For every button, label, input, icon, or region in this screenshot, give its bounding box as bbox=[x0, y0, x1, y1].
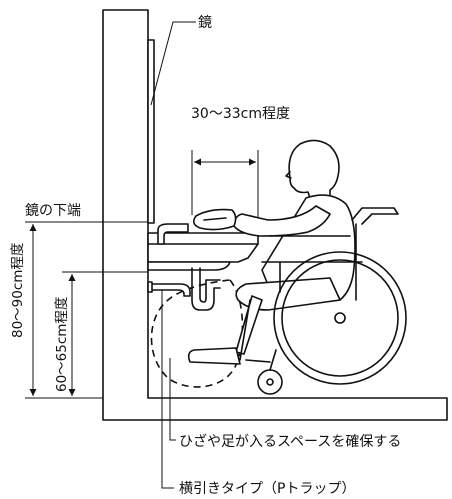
mirror-label: 鏡 bbox=[198, 15, 212, 31]
height-basin-label: 60〜65cm程度 bbox=[54, 297, 70, 392]
mirror-bottom-label: 鏡の下端 bbox=[25, 203, 81, 219]
washbasin bbox=[147, 232, 259, 271]
wheelchair-user bbox=[187, 139, 407, 395]
depth-dimension: 30〜33cm程度 bbox=[191, 106, 290, 228]
mirror-panel bbox=[147, 39, 155, 224]
knee-space-outline bbox=[150, 279, 244, 388]
knee-space-label: ひざや足が入るスペースを確保する bbox=[179, 433, 401, 450]
height-dimension-mirror: 80〜90cm程度 bbox=[10, 224, 103, 399]
p-trap-pipe bbox=[147, 267, 221, 311]
height-dimension-basin: 60〜65cm程度 bbox=[54, 271, 148, 396]
wall-and-floor bbox=[102, 9, 448, 421]
trap-callout: 横引きタイプ（Pトラップ） bbox=[161, 290, 355, 497]
height-mirror-label: 80〜90cm程度 bbox=[10, 243, 26, 338]
mirror-callout: 鏡 bbox=[150, 15, 212, 106]
mirror-bottom-reference: 鏡の下端 bbox=[25, 203, 148, 223]
knee-space-callout: ひざや足が入るスペースを確保する bbox=[169, 358, 401, 450]
faucet bbox=[157, 223, 189, 245]
trap-type-label: 横引きタイプ（Pトラップ） bbox=[179, 481, 355, 497]
depth-range-label: 30〜33cm程度 bbox=[191, 106, 290, 122]
